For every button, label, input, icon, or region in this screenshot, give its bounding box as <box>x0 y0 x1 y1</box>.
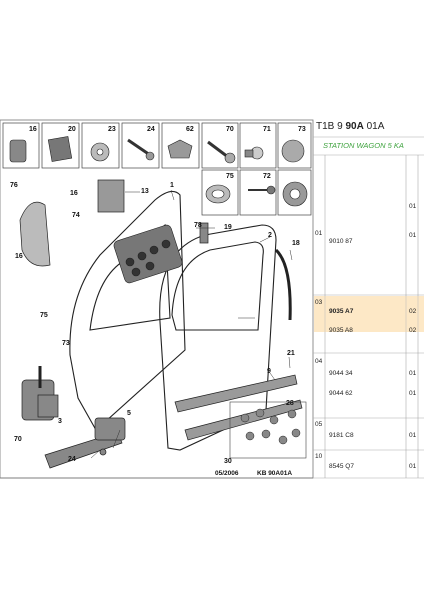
callout: 74 <box>72 212 80 219</box>
highlight-row <box>314 296 424 332</box>
part-label: 23 <box>108 126 116 133</box>
callout: 13 <box>141 188 149 195</box>
part-label: 72 <box>263 173 271 180</box>
header-prefix: T1B 9 <box>316 121 343 132</box>
row-sub: 01 <box>409 463 417 470</box>
row-sub: 02 <box>409 327 417 334</box>
row-index: 03 <box>315 299 323 306</box>
callout: 70 <box>14 436 22 443</box>
callout: 1 <box>170 182 174 189</box>
callout: 16 <box>70 190 78 197</box>
row-sub: 01 <box>409 203 417 210</box>
callout: 21 <box>287 350 295 357</box>
part-code[interactable]: 8545 Q7 <box>329 463 354 470</box>
callout: 3 <box>58 418 62 425</box>
callout: 75 <box>40 312 48 319</box>
footer-ref: KB 90A01A <box>257 470 293 477</box>
row-sub: 01 <box>409 370 417 377</box>
callout: 2 <box>268 232 272 239</box>
header-code: 90A <box>345 121 364 132</box>
callout: 18 <box>292 240 300 247</box>
part-label: 70 <box>226 126 234 133</box>
part-label: 24 <box>147 126 155 133</box>
row-index: 05 <box>315 421 323 428</box>
callout: 78 <box>194 222 202 229</box>
header-suffix: 01A <box>366 121 385 132</box>
callout: 30 <box>224 458 232 465</box>
part-label: 20 <box>68 126 76 133</box>
catalog-header: T1B 9 90A 01A <box>316 121 384 132</box>
part-label: 16 <box>29 126 37 133</box>
part-code[interactable]: 9044 34 <box>329 370 353 377</box>
part-code[interactable]: 9044 62 <box>329 390 353 397</box>
callout: 24 <box>68 456 76 463</box>
part-code-highlighted[interactable]: 9035 A7 <box>329 308 354 315</box>
part-label: 62 <box>186 126 194 133</box>
row-sub: 01 <box>409 432 417 439</box>
part-code: 9010 87 <box>329 238 353 245</box>
model-label: STATION WAGON 5 KA <box>323 141 404 150</box>
row-index: 01 <box>315 230 323 237</box>
callout: 9 <box>267 368 271 375</box>
callout: 76 <box>10 182 18 189</box>
part-label: 75 <box>226 173 234 180</box>
row-index: 04 <box>315 358 323 365</box>
row-sub: 02 <box>409 308 417 315</box>
callout: 28 <box>286 400 294 407</box>
row-index: 10 <box>315 453 323 460</box>
row-sub: 01 <box>409 390 417 397</box>
footer-date: 05/2006 <box>215 470 239 477</box>
part-label: 73 <box>298 126 306 133</box>
callout: 19 <box>224 224 232 231</box>
callout: 16 <box>15 253 23 260</box>
part-label: 71 <box>263 126 271 133</box>
callout: 5 <box>127 410 131 417</box>
callout: 73 <box>62 340 70 347</box>
row-sub: 01 <box>409 232 417 239</box>
part-code[interactable]: 9035 A8 <box>329 327 353 334</box>
part-code[interactable]: 9181 C8 <box>329 432 354 439</box>
